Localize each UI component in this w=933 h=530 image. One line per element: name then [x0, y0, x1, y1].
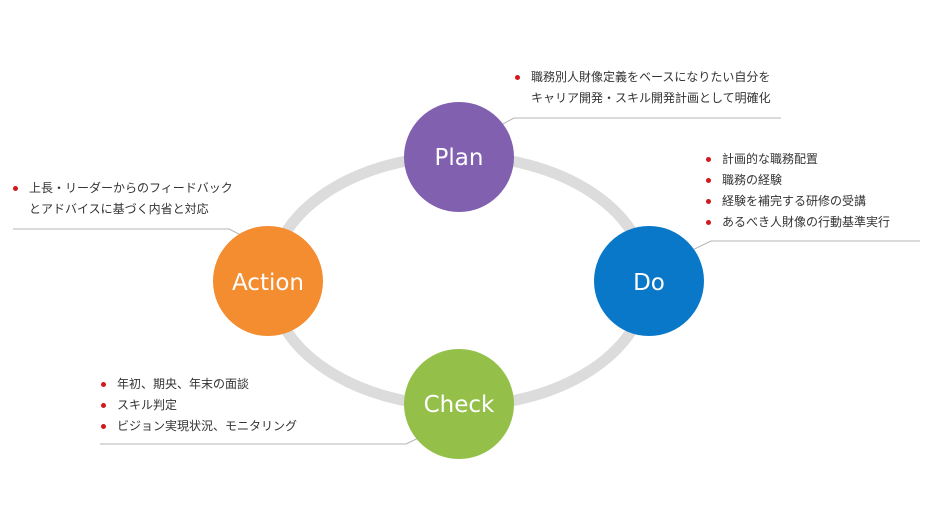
action-note-line: 上長・リーダーからのフィードバック	[29, 181, 233, 195]
plan-leader-line	[487, 117, 781, 133]
check-label: Check	[424, 392, 495, 418]
check-note-item: ビジョン実現状況、モニタリング	[101, 416, 298, 437]
bullet-icon	[101, 424, 106, 429]
bullet-icon	[706, 178, 711, 183]
do-node: Do	[594, 226, 704, 336]
action-note: 上長・リーダーからのフィードバック とアドバイスに基づく内省と対応	[13, 178, 233, 220]
plan-note-item: 職務別人財像定義をベースになりたい自分を キャリア開発・スキル開発計画として明確…	[515, 67, 771, 109]
bullet-icon	[101, 382, 106, 387]
do-note-item: あるべき人財像の行動基準実行	[706, 212, 891, 233]
bullet-icon	[515, 75, 520, 80]
do-note-line: あるべき人財像の行動基準実行	[722, 215, 891, 229]
plan-circle	[404, 102, 514, 212]
action-label: Action	[232, 270, 304, 296]
do-circle	[594, 226, 704, 336]
plan-note: 職務別人財像定義をベースになりたい自分を キャリア開発・スキル開発計画として明確…	[515, 67, 771, 109]
bullet-icon	[101, 403, 106, 408]
do-label: Do	[633, 270, 665, 296]
plan-node: Plan	[404, 102, 514, 212]
check-node: Check	[404, 349, 514, 459]
check-note-line: ビジョン実現状況、モニタリング	[117, 419, 298, 433]
bullet-icon	[706, 157, 711, 162]
check-circle	[404, 349, 514, 459]
action-leader-line	[13, 228, 256, 243]
plan-note-line: キャリア開発・スキル開発計画として明確化	[531, 91, 771, 105]
bullet-icon	[706, 199, 711, 204]
do-note-item: 経験を補完する研修の受講	[706, 191, 890, 212]
do-note-line: 経験を補完する研修の受講	[722, 194, 867, 208]
do-note: 計画的な職務配置 職務の経験 経験を補完する研修の受講 あるべき人財像の行動基準…	[706, 149, 891, 233]
do-note-item: 職務の経験	[706, 170, 890, 191]
check-note-item: スキル判定	[101, 395, 297, 416]
bullet-icon	[706, 220, 711, 225]
check-note: 年初、期央、年末の面談 スキル判定 ビジョン実現状況、モニタリング	[101, 374, 298, 437]
plan-note-line: 職務別人財像定義をベースになりたい自分を	[531, 70, 771, 84]
bullet-icon	[13, 186, 18, 191]
action-circle	[213, 226, 323, 336]
do-leader-line	[679, 240, 920, 257]
action-note-item: 上長・リーダーからのフィードバック とアドバイスに基づく内省と対応	[13, 178, 233, 220]
check-note-line: スキル判定	[117, 398, 178, 412]
do-note-item: 計画的な職務配置	[706, 149, 890, 170]
plan-label: Plan	[435, 145, 484, 171]
check-note-item: 年初、期央、年末の面談	[101, 374, 297, 395]
check-note-line: 年初、期央、年末の面談	[117, 377, 250, 391]
action-node: Action	[213, 226, 323, 336]
do-note-line: 計画的な職務配置	[722, 152, 819, 166]
action-note-line: とアドバイスに基づく内省と対応	[29, 202, 209, 216]
do-note-line: 職務の経験	[722, 173, 783, 187]
